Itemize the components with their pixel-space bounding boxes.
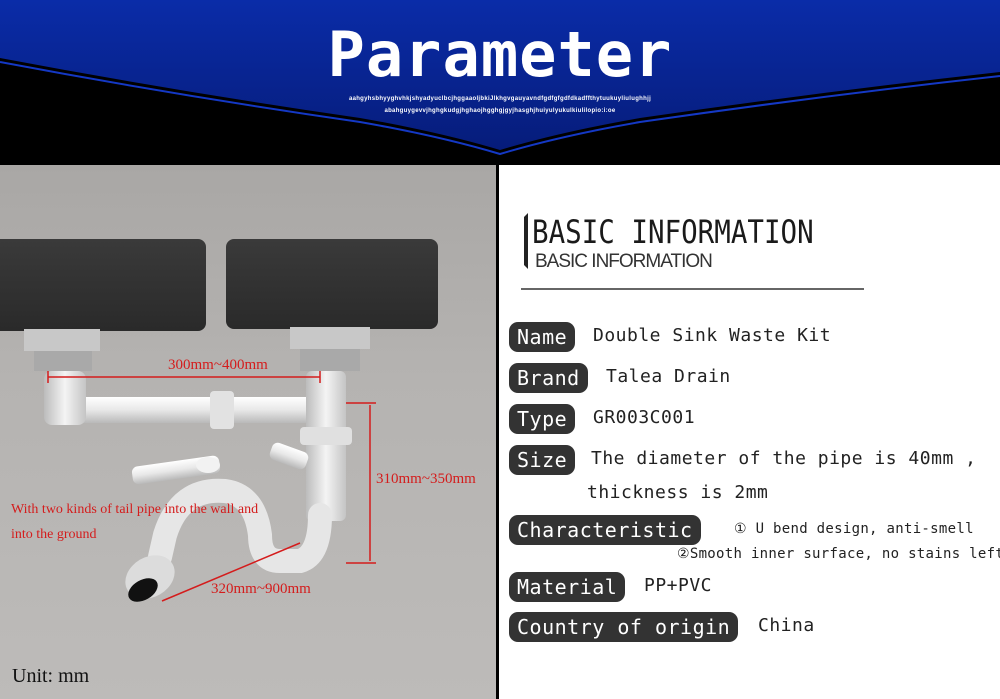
name-label: Name: [509, 322, 576, 352]
characteristic-label: Characteristic: [509, 515, 701, 545]
size-label: Size: [509, 445, 576, 475]
name-value: Double Sink Waste Kit: [593, 325, 832, 346]
section-heading: BASIC INFORMATION: [532, 213, 814, 251]
dimension-lines: [47, 371, 376, 602]
type-label: Type: [509, 404, 576, 434]
size-value-line-1: The diameter of the pipe is 40mm ,: [591, 448, 977, 469]
basic-information-panel: BASIC INFORMATION BASIC INFORMATION Name…: [499, 165, 1000, 699]
dimension-height-label: 310mm~350mm: [376, 471, 476, 487]
product-photo: 300mm~400mm 310mm~350mm 320mm~900mm With…: [0, 165, 496, 699]
section-subheading: BASIC INFORMATION: [535, 251, 713, 272]
brand-value: Talea Drain: [606, 366, 731, 387]
header-banner: Parameter aahgyhsbhyyghvhkjshyadyuclbcjh…: [0, 0, 1000, 165]
unit-label: Unit: mm: [12, 665, 90, 687]
heading-divider: [521, 288, 864, 290]
material-value: PP+PVC: [644, 575, 713, 596]
size-value-line-2: thickness is 2mm: [587, 482, 769, 503]
left-strainer: [24, 329, 100, 351]
decorative-text-line: abahguygevvjhghgkudgjhghaojhgghgjgyjhasg…: [384, 108, 616, 114]
banner-shape: [0, 0, 1000, 156]
vertical-pipe: [306, 371, 346, 521]
page-title: Parameter: [327, 18, 673, 91]
material-label: Material: [509, 572, 626, 602]
right-sink: [226, 239, 438, 329]
heading-accent-bar: [524, 213, 528, 269]
right-strainer: [290, 327, 370, 349]
characteristic-value-1: ① U bend design, anti-smell: [734, 521, 974, 537]
decorative-text-line: aahgyhsbhyyghvhkjshyadyuclbcjhggaaoljbki…: [348, 96, 652, 102]
country-of-origin-label: Country of origin: [509, 612, 739, 642]
sink-waste-kit-illustration: [0, 239, 438, 602]
characteristic-value-2: ②Smooth inner surface, no stains left: [677, 546, 1000, 562]
country-of-origin-value: China: [758, 615, 815, 636]
connecting-pipe: [46, 397, 336, 423]
dimension-width-label: 300mm~400mm: [168, 357, 268, 373]
type-value: GR003C001: [593, 407, 696, 428]
brand-label: Brand: [509, 363, 588, 393]
tail-pipe-note: With two kinds of tail pipe into the wal…: [11, 502, 259, 542]
dimension-tail-label: 320mm~900mm: [211, 581, 311, 597]
left-sink: [0, 239, 206, 331]
